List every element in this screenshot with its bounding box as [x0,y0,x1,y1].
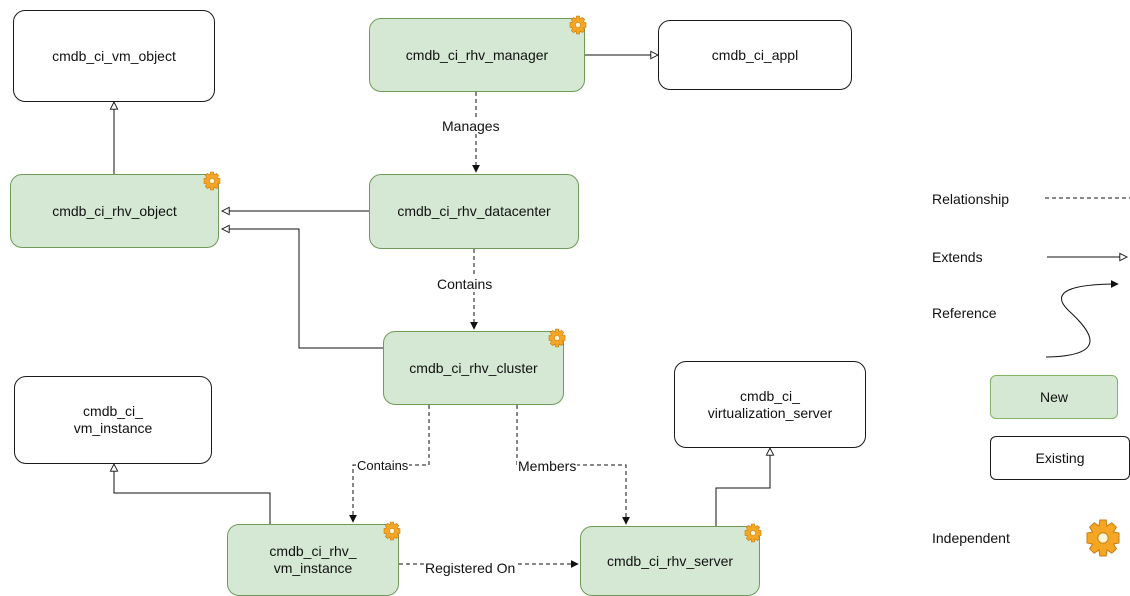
node-label: cmdb_ci_rhv_manager [405,46,549,63]
edge-label-contains-cluster: Contains [436,276,494,292]
extends-rhv-cluster-to-rhv-object [222,229,383,349]
legend-new-label: New [1039,389,1068,405]
node-virtualization-server: cmdb_ci_ virtualization_server [674,361,866,448]
node-label: cmdb_ci_ virtualization_server [707,387,833,421]
gear-icon [744,523,762,543]
node-label: cmdb_ci_vm_object [52,47,176,64]
legend-new-box: New [990,375,1118,419]
node-label: cmdb_ci_ vm_instance [73,403,153,436]
legend-existing-label: Existing [1035,450,1085,466]
gear-icon [1086,519,1120,557]
node-vm-object: cmdb_ci_vm_object [13,10,215,102]
node-rhv-object: cmdb_ci_rhv_object [10,171,221,248]
node-appl: cmdb_ci_appl [658,20,852,90]
node-label: cmdb_ci_rhv_ vm_instance [269,543,357,576]
edge-label-contains-vm: Contains [356,458,410,474]
legend-extends-label: Extends [932,249,983,265]
gear-icon [203,171,221,191]
legend-existing-box: Existing [990,436,1130,480]
node-label: cmdb_ci_rhv_datacenter [397,203,551,219]
node-label: cmdb_ci_rhv_object [52,202,177,219]
gear-icon [548,328,566,348]
node-label: cmdb_ci_rhv_cluster [409,359,538,376]
gear-icon [569,15,587,35]
legend-reference-label: Reference [932,305,997,321]
node-label: cmdb_ci_rhv_server [606,552,734,569]
extends-rhv-server-to-virtualization-server [715,448,770,526]
gear-icon [383,521,401,541]
node-label: cmdb_ci_appl [711,46,799,63]
edge-label-members: Members [517,458,578,474]
node-rhv-cluster: cmdb_ci_rhv_cluster [383,328,566,405]
node-rhv-datacenter: cmdb_ci_rhv_datacenter [369,174,579,249]
node-rhv-vm-instance: cmdb_ci_rhv_ vm_instance [227,521,401,596]
legend-relationship-label: Relationship [932,191,1010,207]
legend-independent-label: Independent [932,530,1010,546]
edge-label-registered-on: Registered On [424,560,517,576]
node-vm-instance: cmdb_ci_ vm_instance [14,376,212,464]
node-rhv-manager: cmdb_ci_rhv_manager [369,15,587,92]
edge-label-manages: Manages [441,118,501,134]
extends-rhv-vm-instance-to-vm-instance [114,464,271,524]
legend-reference-line [1045,280,1119,358]
node-rhv-server: cmdb_ci_rhv_server [580,523,762,596]
